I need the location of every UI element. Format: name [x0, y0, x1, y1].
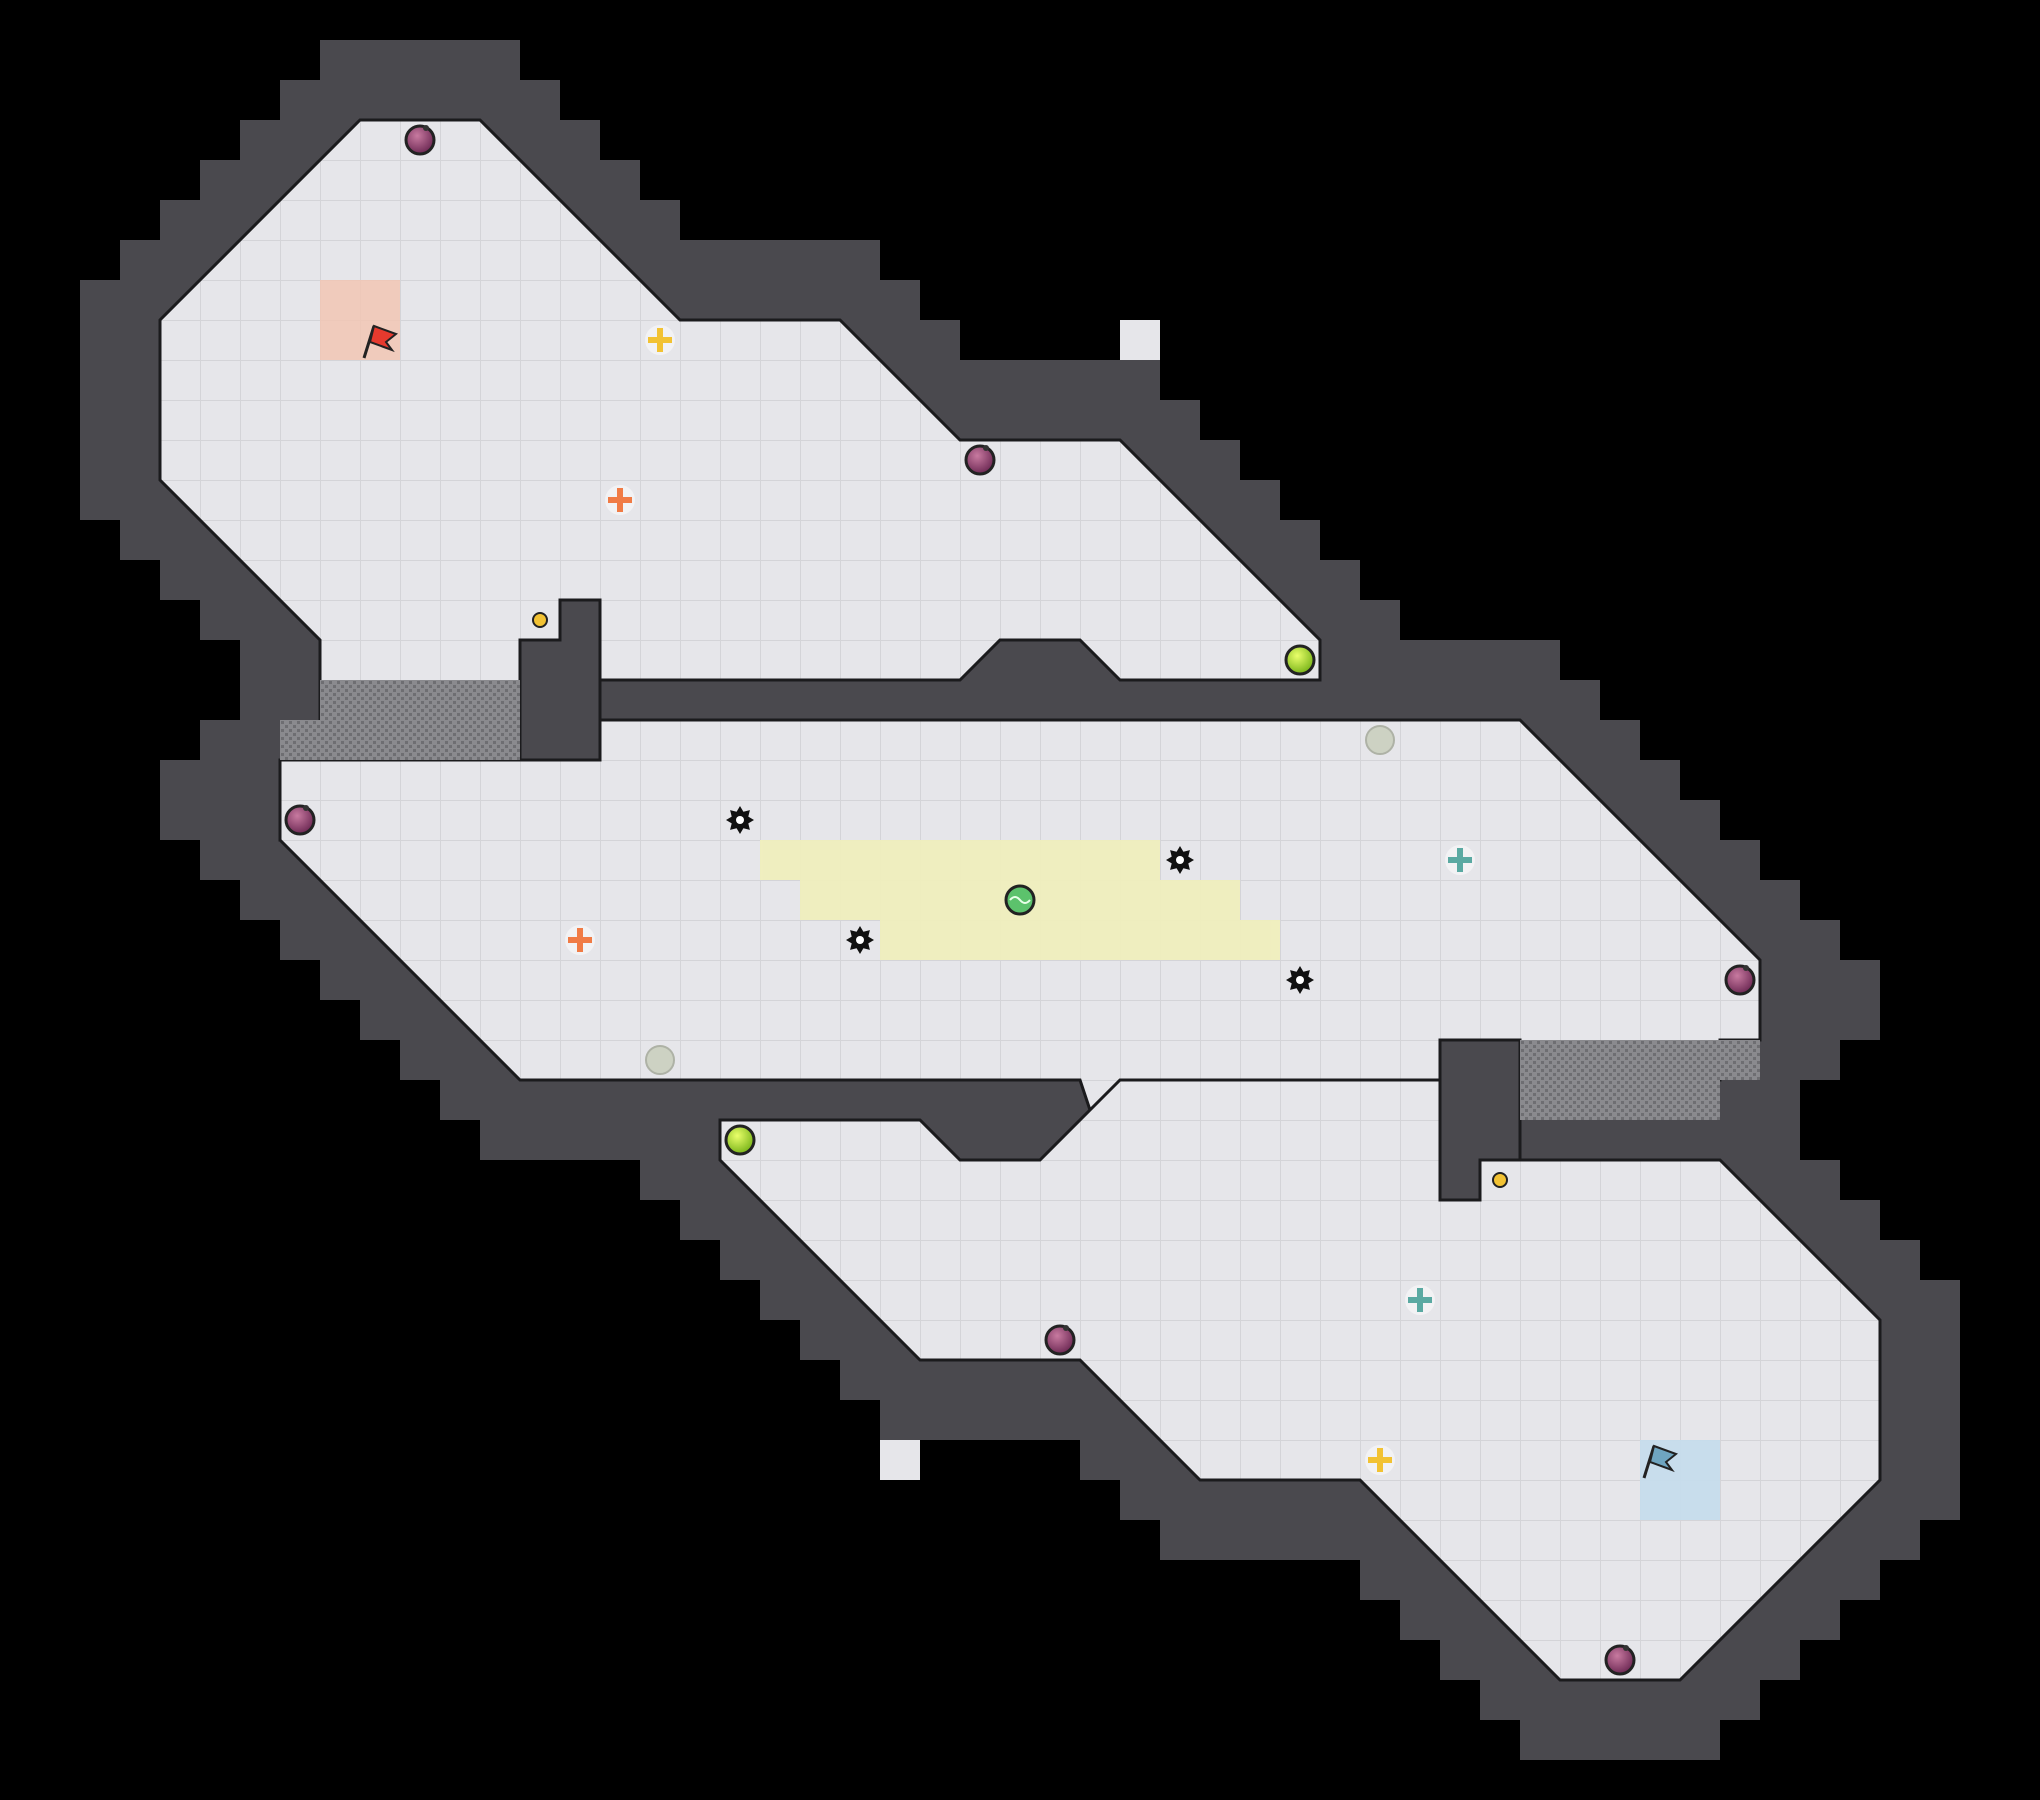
spike-icon: [846, 926, 874, 954]
bomb-icon: [404, 124, 436, 156]
bomb-icon: [1044, 1324, 1076, 1356]
powerup-icon: [724, 1124, 756, 1156]
floor-region-lower: [718, 1078, 1882, 1682]
floor-tile-isolated-top: [1120, 320, 1160, 360]
bomb-icon: [1724, 964, 1756, 996]
red-team-flag[interactable]: [362, 324, 399, 359]
blue-team-flag[interactable]: [1642, 1444, 1679, 1479]
gate-tiles-left: [280, 680, 520, 760]
inactive-powerup-icon: [645, 1045, 675, 1075]
spike-icon: [1166, 846, 1194, 874]
spike-icon: [1286, 966, 1314, 994]
items-layer: [284, 124, 1756, 1676]
portal-icon: [1004, 884, 1036, 916]
button-icon[interactable]: [1492, 1172, 1508, 1188]
button-icon[interactable]: [532, 612, 548, 628]
bomb-icon: [964, 444, 996, 476]
powerup-icon: [1284, 644, 1316, 676]
spike-icon: [726, 806, 754, 834]
red-boost-icon: [565, 925, 595, 955]
bomb-icon: [1604, 1644, 1636, 1676]
neutral-boost-icon: [645, 325, 675, 355]
neutral-boost-icon: [1365, 1445, 1395, 1475]
yellow-neutral-zone: [760, 840, 1280, 960]
gate-tiles-right: [1520, 1040, 1760, 1120]
blue-boost-icon: [1445, 845, 1475, 875]
bomb-icon: [284, 804, 316, 836]
floor-tile-isolated-bottom: [880, 1440, 920, 1480]
blue-boost-icon: [1405, 1285, 1435, 1315]
red-boost-icon: [605, 485, 635, 515]
inactive-powerup-icon: [1365, 725, 1395, 755]
